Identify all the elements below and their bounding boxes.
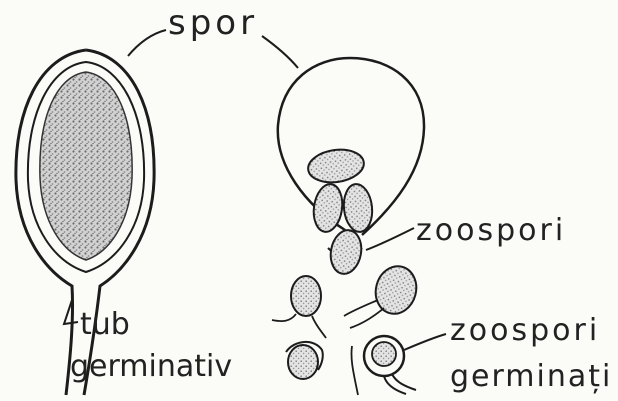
label-zoospores: zoospori	[416, 213, 566, 248]
leader-zoospores	[366, 228, 414, 250]
spore-cytoplasm	[40, 72, 132, 260]
flagellum	[312, 316, 326, 338]
leader-spore-right	[262, 36, 298, 68]
label-spore: spor	[168, 3, 258, 43]
label-germ-tube-line2: germinativ	[70, 349, 232, 384]
label-germinated-line1: zoospori	[450, 313, 600, 348]
flagellum	[272, 314, 296, 321]
zoospore	[342, 183, 375, 234]
germinated-zoospores	[286, 336, 416, 395]
zoospore	[370, 262, 421, 319]
leader-germinated	[404, 334, 446, 350]
germinating-spore	[16, 50, 154, 395]
leader-spore-left	[128, 30, 166, 56]
zoospore	[291, 276, 321, 316]
zoospore	[327, 228, 364, 277]
label-germ-tube-line1: tub	[80, 307, 130, 342]
flagellum	[344, 300, 378, 316]
zoospore-cluster	[306, 146, 374, 276]
encysted-zoospore	[288, 345, 318, 379]
label-germinated-line2: germinați	[450, 359, 612, 394]
zoospore	[306, 146, 366, 185]
